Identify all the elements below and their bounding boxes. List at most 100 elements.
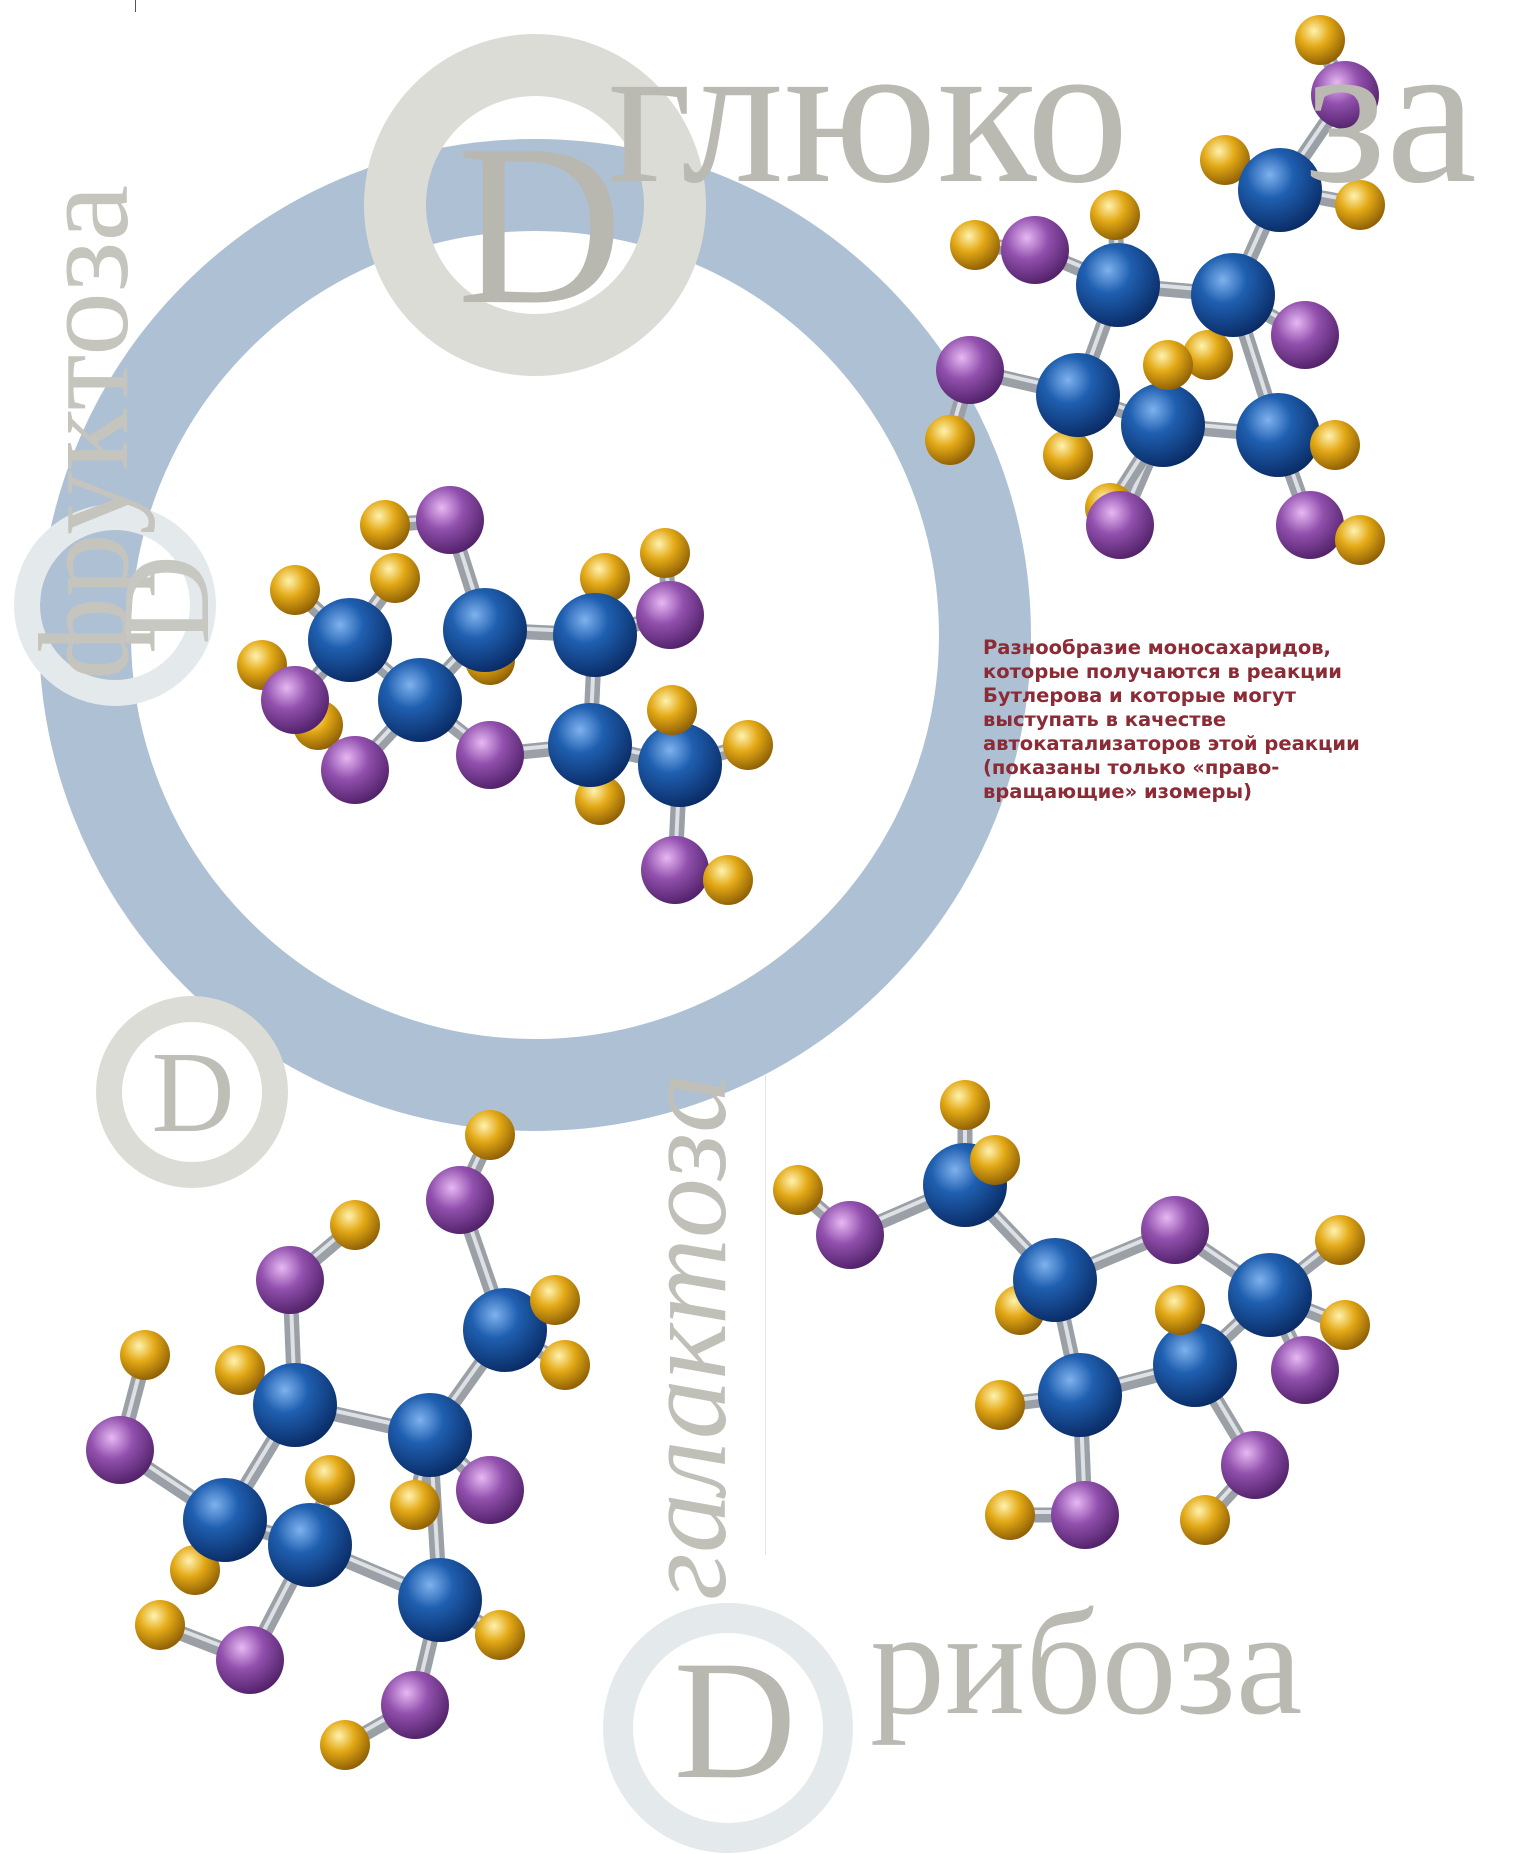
hydrogen-atom <box>270 565 320 615</box>
carbon-atom <box>1076 243 1160 327</box>
hydrogen-atom <box>370 553 420 603</box>
ring-glukoza <box>364 34 706 376</box>
oxygen-atom <box>456 1456 524 1524</box>
hydrogen-atom <box>970 1135 1020 1185</box>
hydrogen-atom <box>1320 1300 1370 1350</box>
carbon-atom <box>1191 253 1275 337</box>
oxygen-atom <box>1141 1196 1209 1264</box>
carbon-atom <box>443 588 527 672</box>
hydrogen-atom <box>985 1490 1035 1540</box>
hydrogen-atom <box>475 1610 525 1660</box>
hydrogen-atom <box>640 528 690 578</box>
oxygen-atom <box>936 336 1004 404</box>
hydrogen-atom <box>135 1600 185 1650</box>
hydrogen-atom <box>540 1340 590 1390</box>
oxygen-atom <box>1271 301 1339 369</box>
oxygen-atom <box>456 721 524 789</box>
label-glukoza-part1: глюко <box>608 0 1129 226</box>
carbon-atom <box>463 1288 547 1372</box>
d-marker-riboza: D <box>673 1626 797 1814</box>
hydrogen-atom <box>1090 190 1140 240</box>
divider-line <box>765 1075 766 1555</box>
hydrogen-atom <box>925 415 975 465</box>
carbon-atom <box>1228 1253 1312 1337</box>
oxygen-atom <box>1311 61 1379 129</box>
d-marker-fruktoza: D <box>98 554 236 646</box>
oxygen-atom <box>381 1671 449 1739</box>
hydrogen-atom <box>305 1455 355 1505</box>
oxygen-atom <box>1276 491 1344 559</box>
carbon-atom <box>1238 148 1322 232</box>
carbon-atom <box>268 1503 352 1587</box>
hydrogen-atom <box>647 685 697 735</box>
hydrogen-atom <box>703 855 753 905</box>
hydrogen-atom <box>1043 430 1093 480</box>
hydrogen-atom <box>465 1110 515 1160</box>
hydrogen-atom <box>1310 420 1360 470</box>
oxygen-atom <box>216 1626 284 1694</box>
d-marker-glukoza: D <box>456 97 624 352</box>
carbon-atom <box>548 703 632 787</box>
carbon-atom <box>1036 353 1120 437</box>
ribose-molecule <box>773 1080 1370 1549</box>
hydrogen-atom <box>1335 180 1385 230</box>
hydrogen-atom <box>1315 1215 1365 1265</box>
oxygen-atom <box>1086 491 1154 559</box>
hydrogen-atom <box>1143 340 1193 390</box>
d-marker-galaktoza: D <box>151 1029 235 1156</box>
hydrogen-atom <box>360 500 410 550</box>
ring-fruktoza <box>14 504 216 706</box>
hydrogen-atom <box>975 1380 1025 1430</box>
galactose-molecule <box>86 1110 590 1770</box>
oxygen-atom <box>86 1416 154 1484</box>
figure-caption: Разнообразие моносахаридов, которые полу… <box>983 636 1360 803</box>
hydrogen-atom <box>1155 1285 1205 1335</box>
fructose-molecule <box>237 486 773 905</box>
carbon-atom <box>553 593 637 677</box>
label-glukoza-part2: за <box>1305 0 1477 226</box>
oxygen-atom <box>641 836 709 904</box>
hydrogen-atom <box>530 1275 580 1325</box>
hydrogen-atom <box>723 720 773 770</box>
hydrogen-atom <box>1335 515 1385 565</box>
label-galaktoza: галактоза <box>618 1072 751 1600</box>
carbon-atom <box>1236 393 1320 477</box>
hydrogen-atom <box>1200 135 1250 185</box>
glucose-molecule <box>925 15 1385 565</box>
carbon-atom <box>1121 383 1205 467</box>
label-riboza: рибоза <box>870 1580 1303 1746</box>
corner-tick-mark <box>135 0 136 12</box>
hydrogen-atom <box>390 1480 440 1530</box>
hydrogen-atom <box>1295 15 1345 65</box>
carbon-atom <box>183 1478 267 1562</box>
oxygen-atom <box>426 1166 494 1234</box>
ring-riboza <box>603 1603 853 1853</box>
ring-galaktoza <box>96 996 288 1188</box>
oxygen-atom <box>1001 216 1069 284</box>
oxygen-atom <box>636 581 704 649</box>
ring-blue <box>39 139 1031 1131</box>
hydrogen-atom <box>773 1165 823 1215</box>
hydrogen-atom <box>320 1720 370 1770</box>
carbon-atom <box>308 598 392 682</box>
hydrogen-atom <box>215 1345 265 1395</box>
oxygen-atom <box>1051 1481 1119 1549</box>
oxygen-atom <box>1221 1431 1289 1499</box>
oxygen-atom <box>1271 1336 1339 1404</box>
oxygen-atom <box>256 1246 324 1314</box>
carbon-atom <box>388 1393 472 1477</box>
hydrogen-atom <box>940 1080 990 1130</box>
carbon-atom <box>378 658 462 742</box>
hydrogen-atom <box>1183 330 1233 380</box>
carbon-atom <box>1038 1353 1122 1437</box>
hydrogen-atom <box>950 220 1000 270</box>
oxygen-atom <box>321 736 389 804</box>
oxygen-atom <box>816 1201 884 1269</box>
carbon-atom <box>1013 1238 1097 1322</box>
oxygen-atom <box>261 666 329 734</box>
hydrogen-atom <box>580 553 630 603</box>
carbon-atom <box>398 1558 482 1642</box>
hydrogen-atom <box>330 1200 380 1250</box>
carbon-atom <box>1153 1323 1237 1407</box>
